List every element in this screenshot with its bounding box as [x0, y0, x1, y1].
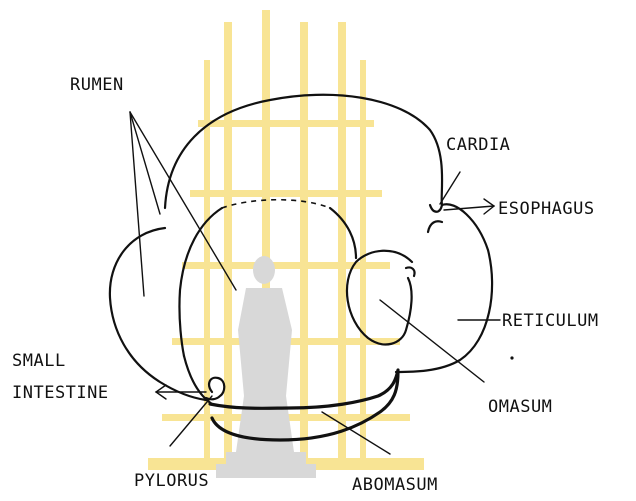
- label-reticulum: RETICULUM: [502, 311, 599, 331]
- label-pylorus: PYLORUS: [134, 471, 209, 491]
- omasum-notch: [406, 267, 415, 276]
- rumen-outline: [165, 95, 492, 372]
- label-omasum: OMASUM: [488, 397, 552, 417]
- speck: [510, 356, 513, 359]
- label-abomasum: ABOMASUM: [352, 475, 438, 495]
- rumen-leader-1: [130, 112, 144, 296]
- label-esophagus: ESOPHAGUS: [498, 199, 595, 219]
- label-rumen: RUMEN: [70, 75, 124, 95]
- label-small-intestine-line1: SMALL: [12, 351, 66, 371]
- label-cardia: CARDIA: [446, 135, 510, 155]
- label-small-intestine-line2: INTESTINE: [12, 383, 109, 403]
- cardia-bump: [428, 205, 442, 232]
- rumen-dashed-border: [222, 200, 330, 208]
- rumen-caudal-sac: [110, 228, 206, 400]
- leader-lines: [130, 112, 500, 454]
- esophagus-arrow-line: [444, 206, 494, 210]
